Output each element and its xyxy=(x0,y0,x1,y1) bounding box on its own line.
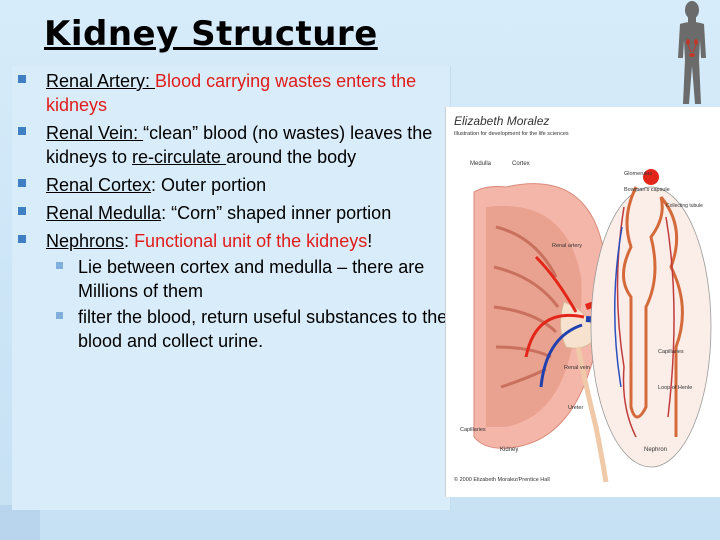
label-cortex: Cortex xyxy=(512,161,530,167)
label-capillaries-left: Capillaries xyxy=(460,427,486,433)
label-medulla: Medulla xyxy=(470,161,492,167)
sub-bullet-location-text: Lie between cortex and medulla – there a… xyxy=(78,257,425,301)
term-renal-artery: Renal Artery: xyxy=(46,71,156,91)
nephron-tubule-shape xyxy=(622,186,664,419)
sub-bullet-location: ■ Lie between cortex and medulla – there… xyxy=(46,255,448,303)
label-renal-vein: Renal vein xyxy=(564,365,590,371)
desc-renal-vein-underlined: re-circulate xyxy=(132,147,227,167)
square-bullet-icon: ■ xyxy=(18,179,26,187)
square-bullet-icon: ■ xyxy=(18,235,26,243)
square-bullet-icon: ■ xyxy=(18,75,26,83)
ureter-shape xyxy=(575,346,609,483)
desc-renal-cortex: : Outer portion xyxy=(151,175,267,195)
desc-renal-artery: Blood carrying wastes enters the kidneys xyxy=(46,71,417,115)
label-collecting: Collecting tubule xyxy=(666,203,703,209)
decorative-stripe xyxy=(0,505,40,540)
bullet-renal-medulla: ■ Renal Medulla: “Corn” shaped inner por… xyxy=(18,201,448,225)
desc-renal-vein-pre: “clean” blood (no wastes) leaves the kid… xyxy=(46,123,433,167)
label-ureter: Ureter xyxy=(568,405,583,411)
sub-bullet-function-text: filter the blood, return useful substanc… xyxy=(78,307,448,351)
desc-nephrons: Functional unit of the kidneys xyxy=(134,231,368,251)
illustration-subtitle: Illustration for development for the lif… xyxy=(454,131,569,137)
bullet-list: ■ Renal Artery: Blood carrying wastes en… xyxy=(18,69,448,357)
label-capillaries-right: Capillaries xyxy=(658,349,684,355)
label-bowmans: Bowman's capsule xyxy=(624,187,670,193)
bullet-nephrons: ■ Nephrons: Functional unit of the kidne… xyxy=(18,229,448,353)
label-nephron: Nephron xyxy=(644,447,667,453)
bullet-renal-vein: ■ Renal Vein: “clean” blood (no wastes) … xyxy=(18,121,448,169)
label-loop: Loop of Henle xyxy=(658,385,692,391)
bullet-renal-artery: ■ Renal Artery: Blood carrying wastes en… xyxy=(18,69,448,117)
sub-bullet-list: ■ Lie between cortex and medulla – there… xyxy=(46,255,448,353)
label-renal-artery: Renal artery xyxy=(552,243,582,249)
slide-title: Kidney Structure xyxy=(44,14,378,54)
label-kidney: Kidney xyxy=(500,447,518,453)
sub-bullet-function: ■ filter the blood, return useful substa… xyxy=(46,305,448,353)
desc-renal-medulla: : “Corn” shaped inner portion xyxy=(161,203,392,223)
nephrons-colon: : xyxy=(124,231,135,251)
square-bullet-icon: ■ xyxy=(18,207,26,215)
small-square-bullet-icon: ■ xyxy=(56,312,63,319)
term-renal-medulla: Renal Medulla xyxy=(46,203,162,223)
content-panel xyxy=(12,66,451,510)
bullet-renal-cortex: ■ Renal Cortex: Outer portion xyxy=(18,173,448,197)
human-body-icon xyxy=(670,0,714,108)
small-square-bullet-icon: ■ xyxy=(56,262,63,269)
term-nephrons: Nephrons xyxy=(46,231,125,251)
term-renal-cortex: Renal Cortex xyxy=(46,175,152,195)
term-renal-vein: Renal Vein: xyxy=(46,123,144,143)
illustration-author: Elizabeth Moralez xyxy=(454,114,549,128)
nephron-panel-shape xyxy=(590,186,712,468)
illustration-copyright: © 2000 Elizabeth Moralez/Prentice Hall xyxy=(454,476,550,483)
square-bullet-icon: ■ xyxy=(18,127,26,135)
nephrons-exclaim: ! xyxy=(367,231,373,251)
label-glomerulus: Glomerulus xyxy=(624,171,652,177)
desc-renal-vein-post: around the body xyxy=(226,147,357,167)
kidney-nephron-illustration: Elizabeth Moralez Illustration for devel… xyxy=(445,107,720,497)
